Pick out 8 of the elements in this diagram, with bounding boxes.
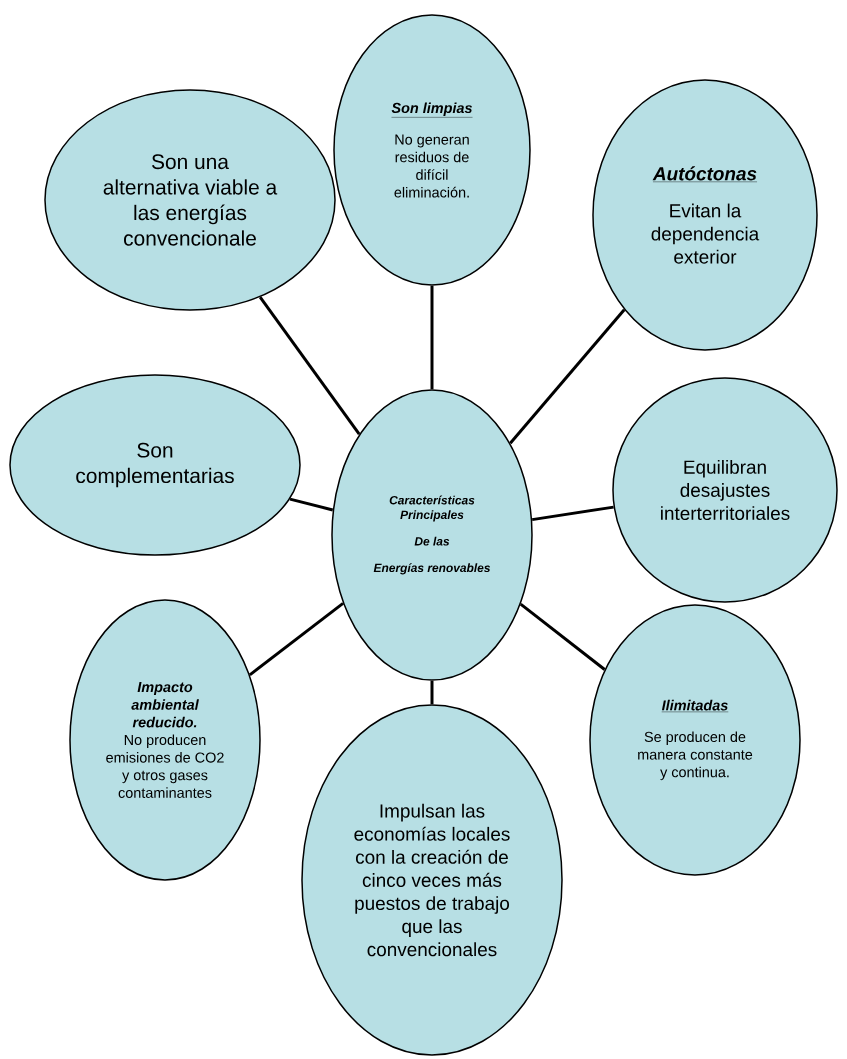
connector-line <box>531 505 614 522</box>
connector-line <box>430 680 434 705</box>
connector-line <box>248 602 344 677</box>
connector-line <box>519 602 606 671</box>
connector-line <box>258 296 361 436</box>
connector-line <box>430 285 434 390</box>
connector-line <box>289 497 334 512</box>
connector-line <box>509 308 626 445</box>
